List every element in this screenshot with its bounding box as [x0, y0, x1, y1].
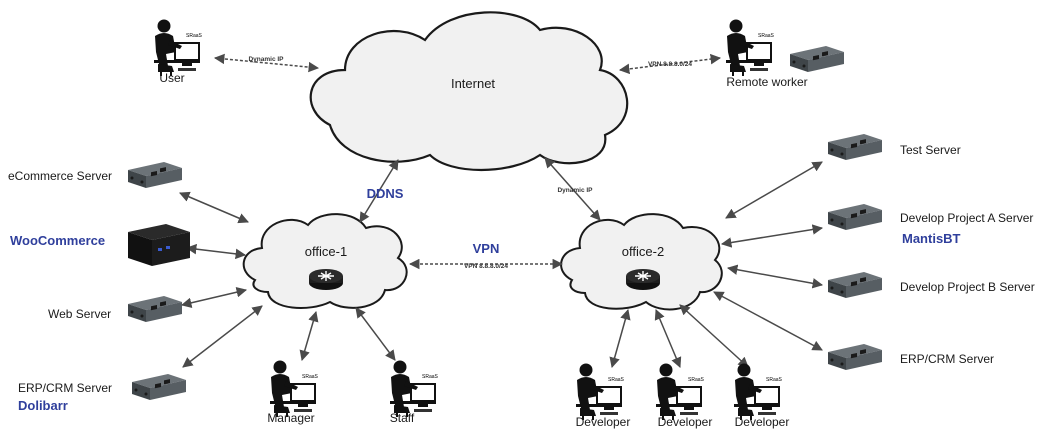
manager-link [299, 310, 319, 362]
developer-2-label: Developer [658, 415, 713, 429]
web-server-icon [128, 296, 182, 322]
remote-worker-node: SRaaS Remote worker [726, 19, 844, 89]
developer-1-link [609, 308, 631, 369]
erp-right-server-node: ERP/CRM Server [828, 344, 994, 370]
erp-left-node: ERP/CRM Server Dolibarr [18, 374, 186, 413]
dev-a-server-node: Develop Project A Server MantisBT [828, 204, 1033, 246]
user-dynamic-ip-label: Dynamic IP [248, 56, 284, 63]
internet-label: Internet [451, 76, 495, 91]
office-1-router-icon [308, 268, 344, 291]
developer-1-label: Developer [576, 415, 631, 429]
internet-cloud [309, 11, 629, 172]
monitor-text: SRaaS [608, 377, 625, 383]
office-1-label: office-1 [305, 244, 347, 259]
developer-3-link [679, 304, 749, 368]
ecommerce-link [179, 191, 249, 224]
vpn-label: VPN [473, 241, 500, 256]
user-node: SRaaS User [154, 19, 203, 85]
woocommerce-link [185, 243, 247, 260]
office-2-label: office-2 [622, 244, 664, 259]
monitor-text: SRaaS [766, 377, 783, 383]
woocommerce-node: WooCommerce [10, 224, 190, 266]
mini-pc-icon [128, 224, 190, 266]
erp-left-label: ERP/CRM Server [18, 381, 112, 395]
user-internet-link [213, 53, 320, 73]
woocommerce-label: WooCommerce [10, 233, 105, 248]
remote-vpn-label: VPN 8.8.8.0/24 [648, 61, 692, 68]
monitor-text: SRaaS [422, 374, 439, 380]
office-1-cloud [242, 213, 408, 309]
test-server-link [725, 161, 823, 219]
developer-3-person-icon [734, 363, 780, 420]
developer-2-link [654, 309, 682, 368]
vpn-subnet-label: VPN 8.8.8.0/24 [464, 263, 508, 270]
dev-a-server-icon [828, 204, 882, 230]
staff-label: Staff [390, 411, 415, 425]
monitor-text: SRaaS [758, 33, 775, 39]
staff-link [355, 307, 396, 361]
office-1-internet-link [359, 159, 399, 223]
ecommerce-server-icon [128, 162, 182, 188]
mantisbt-label: MantisBT [902, 231, 961, 246]
developer-2-person-icon [656, 363, 702, 420]
office-2-dynamic-ip-label: Dynamic IP [557, 187, 593, 194]
remote-worker-server-icon [790, 46, 844, 72]
office-2-internet-link [544, 157, 601, 221]
web-server-label: Web Server [48, 307, 111, 321]
user-person-icon [154, 19, 200, 76]
dev-b-link [726, 264, 824, 289]
dev-a-server-label: Develop Project A Server [900, 211, 1033, 225]
developer-2-node: SRaaS Developer [656, 363, 713, 429]
dev-b-server-label: Develop Project B Server [900, 280, 1035, 294]
dev-b-server-node: Develop Project B Server [828, 272, 1035, 298]
test-server-icon [828, 134, 882, 160]
remote-worker-person-icon [726, 19, 772, 76]
developer-3-node: SRaaS Developer [734, 363, 790, 429]
web-server-link [180, 287, 248, 308]
dev-b-server-icon [828, 272, 882, 298]
office-2-router-icon [625, 268, 661, 291]
erp-right-link [713, 291, 823, 351]
test-server-label: Test Server [900, 143, 961, 157]
developer-1-person-icon [576, 363, 622, 420]
staff-node: SRaaS Staff [390, 360, 439, 425]
remote-internet-link [618, 53, 722, 75]
web-server-node: Web Server [48, 296, 182, 322]
ddns-label: DDNS [367, 186, 404, 201]
user-label: User [159, 71, 184, 85]
manager-person-icon [270, 360, 316, 417]
developer-3-label: Developer [735, 415, 790, 429]
erp-left-link [182, 305, 263, 368]
monitor-text: SRaaS [186, 33, 203, 39]
remote-worker-label: Remote worker [726, 75, 807, 89]
erp-right-server-label: ERP/CRM Server [900, 352, 994, 366]
monitor-text: SRaaS [302, 374, 319, 380]
developer-1-node: SRaaS Developer [576, 363, 631, 429]
office-2-cloud [560, 213, 723, 311]
manager-label: Manager [267, 411, 314, 425]
staff-person-icon [390, 360, 436, 417]
erp-right-server-icon [828, 344, 882, 370]
connection-lines [179, 53, 824, 369]
dev-a-link [720, 224, 824, 248]
manager-node: SRaaS Manager [267, 360, 319, 425]
dolibarr-label: Dolibarr [18, 398, 68, 413]
erp-left-server-icon [132, 374, 186, 400]
test-server-node: Test Server [828, 134, 961, 160]
ecommerce-server-node: eCommerce Server [8, 162, 182, 188]
monitor-text: SRaaS [688, 377, 705, 383]
ecommerce-server-label: eCommerce Server [8, 169, 112, 183]
